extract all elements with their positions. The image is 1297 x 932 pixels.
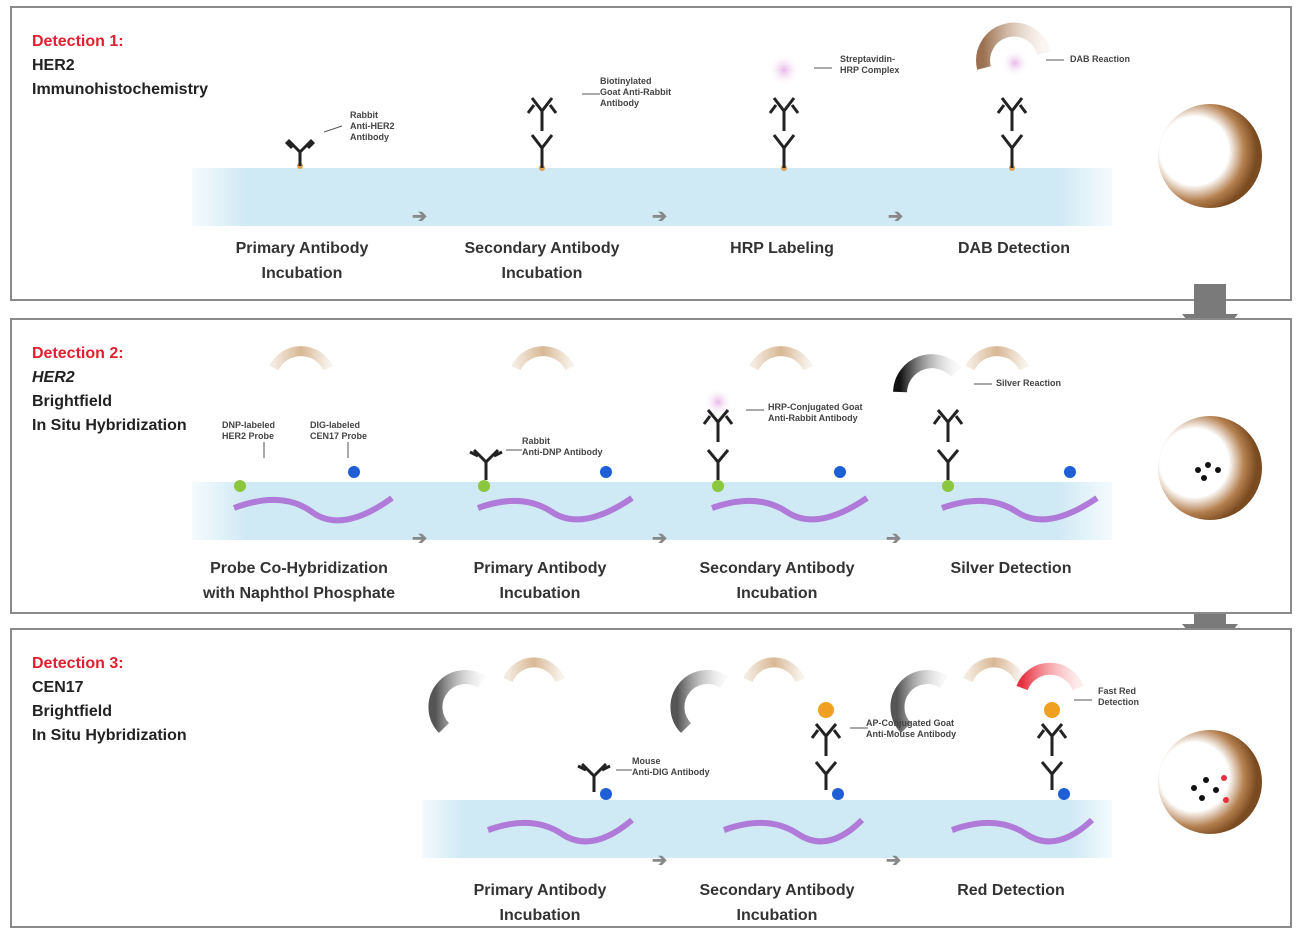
- detection-2-illustration: [232, 346, 1262, 524]
- note-mouse: Mouse Anti-DIG Antibody: [632, 756, 710, 777]
- panel-title-label: Detection 2:: [32, 345, 124, 362]
- cell-icon: [1158, 104, 1262, 208]
- note-dab: DAB Reaction: [1070, 54, 1130, 65]
- dna-strand-icon: [232, 495, 1099, 524]
- panel-title-line: Immunohistochemistry: [32, 81, 209, 98]
- note-rabbit-dnp: Rabbit Anti-DNP Antibody: [522, 436, 603, 457]
- note-text: Biotinylated Goat Anti-Rabbit Antibody: [600, 76, 672, 108]
- step-label: Secondary Antibody Incubation: [699, 882, 855, 924]
- panel-title-label: Detection 1:: [32, 33, 124, 50]
- panel-title: Detection 1: HER2 Immunohistochemistry: [32, 30, 208, 102]
- tissue-band: [192, 482, 1112, 540]
- note-rabbit: Rabbit Anti-HER2 Antibody: [350, 110, 395, 143]
- antibody-icon: [284, 138, 316, 169]
- antibody-stack-icon: [932, 409, 964, 480]
- note-biotin: Biotinylated Goat Anti-Rabbit Antibody: [600, 76, 671, 109]
- note-text: DAB Reaction: [1070, 54, 1131, 64]
- silver-dots-icon: [1195, 462, 1221, 481]
- faded-arc-icon: [743, 657, 805, 683]
- detection-1-illustration: [284, 22, 1262, 208]
- panel-title-line: Brightfield: [32, 703, 112, 720]
- antibody-stack-icon: [702, 409, 734, 480]
- note-silver: Silver Reaction: [996, 378, 1062, 388]
- tissue-band: [192, 168, 1112, 226]
- note-ap-goat: AP-Conjugated Goat Anti-Mouse Antibody: [866, 718, 957, 739]
- step-arrow-icon: ➔: [886, 850, 902, 870]
- silver-reaction-icon: [893, 354, 962, 393]
- probe-icon: [234, 480, 954, 492]
- note-strep: Streptavidin- HRP Complex: [840, 54, 899, 76]
- probe-icon: [600, 788, 1070, 800]
- antibody-icon: [469, 448, 503, 480]
- antibody-stack-icon: [768, 97, 800, 171]
- antibody-icon: [577, 762, 611, 792]
- detection-3-illustration: [428, 657, 1262, 845]
- tissue-band: [422, 800, 1112, 858]
- antibody-stack-icon: [996, 97, 1028, 171]
- step-label: Secondary Antibody Incubation: [699, 560, 855, 602]
- step-arrow-icon: ➔: [652, 206, 668, 226]
- step-label: Primary Antibody Incubation: [235, 240, 369, 282]
- step-label: Secondary Antibody Incubation: [464, 240, 620, 282]
- panel-title-line: HER2: [32, 57, 75, 74]
- dab-reaction-icon: [976, 22, 1051, 70]
- silver-arc-icon: [670, 670, 728, 733]
- fast-red-icon: [1016, 662, 1084, 691]
- step-label: HRP Labeling: [730, 240, 834, 257]
- step-arrow-icon: ➔: [886, 528, 902, 548]
- faded-arc-icon: [269, 346, 333, 371]
- detection-3-panel: Detection 3: CEN17 Brightfield In Situ H…: [10, 628, 1292, 928]
- faded-arc-icon: [963, 657, 1025, 683]
- antibody-stack-icon: [1036, 723, 1068, 790]
- panel-title-line: In Situ Hybridization: [32, 727, 187, 744]
- step-label: Silver Detection: [950, 560, 1072, 577]
- ap-enzyme-icon: [818, 702, 834, 718]
- panel-title-line: In Situ Hybridization: [32, 417, 187, 434]
- detection-1-panel: Detection 1: HER2 Immunohistochemistry: [10, 6, 1292, 301]
- panel-title-line: HER2: [32, 369, 75, 386]
- antibody-stack-icon: [810, 723, 842, 790]
- step-label: Primary Antibody Incubation: [473, 560, 607, 602]
- note-dig-probe: DIG-labeled CEN17 Probe: [310, 420, 368, 441]
- cell-icon: [1158, 416, 1262, 520]
- panel-title: Detection 3: CEN17 Brightfield In Situ H…: [32, 652, 187, 748]
- panel-title-line: CEN17: [32, 679, 84, 696]
- dna-strand-icon: [486, 817, 1095, 845]
- silver-arc-icon: [428, 670, 486, 733]
- note-fast-red: Fast Red Detection: [1098, 686, 1140, 707]
- panel-title-line: Brightfield: [32, 393, 112, 410]
- cell-icon: [1158, 730, 1262, 834]
- step-arrow-icon: ➔: [412, 528, 428, 548]
- step-arrow-icon: ➔: [652, 850, 668, 870]
- antibody-stack-icon: [526, 97, 558, 171]
- faded-arc-icon: [749, 346, 813, 371]
- down-arrow-icon: [1182, 284, 1238, 348]
- step-label: Probe Co-Hybridization with Naphthol Pho…: [203, 560, 395, 602]
- ap-enzyme-icon: [1044, 702, 1060, 718]
- note-dnp-probe: DNP-labeled HER2 Probe: [222, 420, 276, 441]
- step-arrow-icon: ➔: [652, 528, 668, 548]
- note-text: Streptavidin- HRP Complex: [840, 54, 900, 75]
- step-arrow-icon: ➔: [888, 206, 904, 226]
- panel-title: Detection 2: HER2 Brightfield In Situ Hy…: [32, 342, 187, 438]
- hrp-complex-icon: [768, 54, 800, 86]
- step-label: DAB Detection: [957, 240, 1070, 257]
- step-label: Red Detection: [957, 882, 1065, 899]
- step-arrow-icon: ➔: [412, 206, 428, 226]
- faded-arc-icon: [503, 657, 565, 683]
- silver-arc-icon: [890, 670, 948, 733]
- note-hrp-goat: HRP-Conjugated Goat Anti-Rabbit Antibody: [768, 402, 863, 423]
- panel-title-label: Detection 3:: [32, 655, 124, 672]
- probe-icon: [348, 466, 1076, 478]
- note-text: Rabbit Anti-HER2 Antibody: [350, 110, 395, 142]
- faded-arc-icon: [511, 346, 575, 371]
- detection-2-panel: Detection 2: HER2 Brightfield In Situ Hy…: [10, 318, 1292, 614]
- faded-arc-icon: [965, 346, 1029, 371]
- signal-dots-icon: [1191, 775, 1229, 803]
- step-label: Primary Antibody Incubation: [473, 882, 607, 924]
